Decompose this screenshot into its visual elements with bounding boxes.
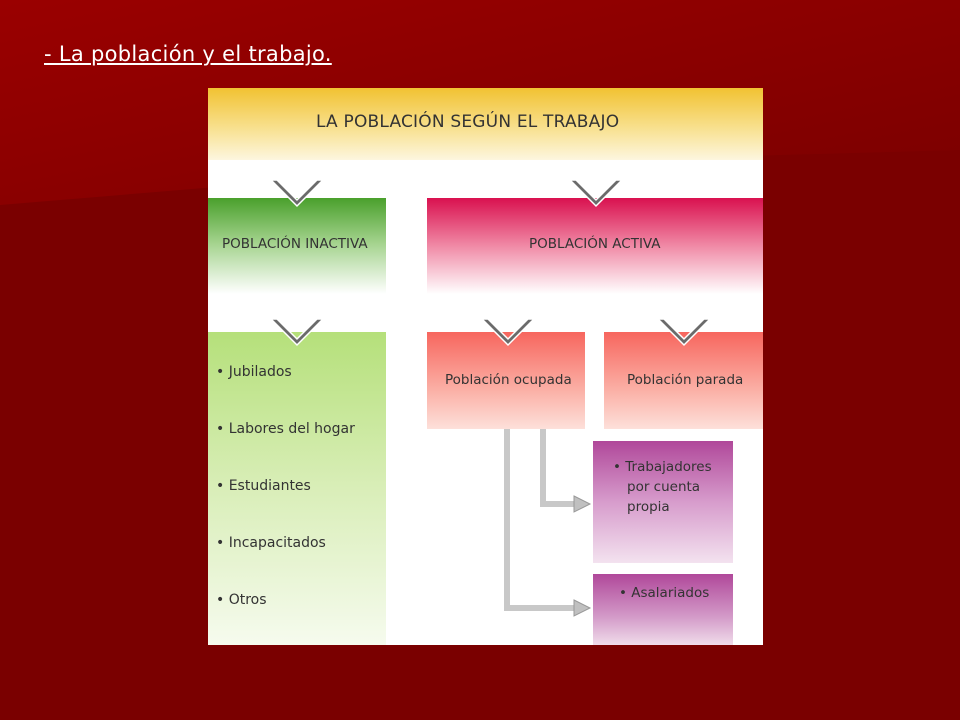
chevron-down-icon: [656, 318, 712, 347]
cuenta-propia-line-1: • Trabajadores: [613, 459, 712, 475]
connector-arrows: [504, 429, 592, 617]
inactiva-label: POBLACIÓN INACTIVA: [222, 236, 368, 252]
header-box: LA POBLACIÓN SEGÚN EL TRABAJO: [208, 88, 763, 160]
chevron-down-icon: [269, 179, 325, 208]
parada-box: Población parada: [604, 332, 763, 429]
chevron-down-icon: [269, 318, 325, 347]
slide-title: - La población y el trabajo.: [44, 42, 332, 66]
parada-label: Población parada: [627, 372, 744, 388]
list-item-otros: • Otros: [216, 592, 267, 608]
activa-box: POBLACIÓN ACTIVA: [427, 198, 763, 294]
asalariados-box: • Asalariados: [593, 574, 733, 645]
list-item-jubilados: • Jubilados: [216, 364, 292, 380]
cuenta-propia-line-2: por cuenta: [627, 479, 701, 495]
cuenta-propia-line-3: propia: [627, 499, 670, 515]
activa-label: POBLACIÓN ACTIVA: [529, 236, 661, 252]
diagram-heading: LA POBLACIÓN SEGÚN EL TRABAJO: [316, 112, 620, 132]
list-item-labores: • Labores del hogar: [216, 421, 355, 437]
asalariados-label: • Asalariados: [619, 585, 710, 601]
ocupada-box: Población ocupada: [427, 332, 585, 429]
chevron-down-icon: [568, 179, 624, 208]
list-item-estudiantes: • Estudiantes: [216, 478, 311, 494]
chevron-down-icon: [480, 318, 536, 347]
ocupada-label: Población ocupada: [445, 372, 572, 388]
arrow-head-cuenta: [573, 495, 592, 513]
inactiva-box: POBLACIÓN INACTIVA: [208, 198, 386, 294]
cuenta-propia-box: • Trabajadores por cuenta propia: [593, 441, 733, 563]
arrow-head-asalariados: [573, 599, 592, 617]
list-item-incapacitados: • Incapacitados: [216, 535, 326, 551]
inactiva-list: • Jubilados • Labores del hogar • Estudi…: [208, 332, 386, 645]
population-diagram: LA POBLACIÓN SEGÚN EL TRABAJO POBLACIÓN …: [208, 88, 763, 645]
